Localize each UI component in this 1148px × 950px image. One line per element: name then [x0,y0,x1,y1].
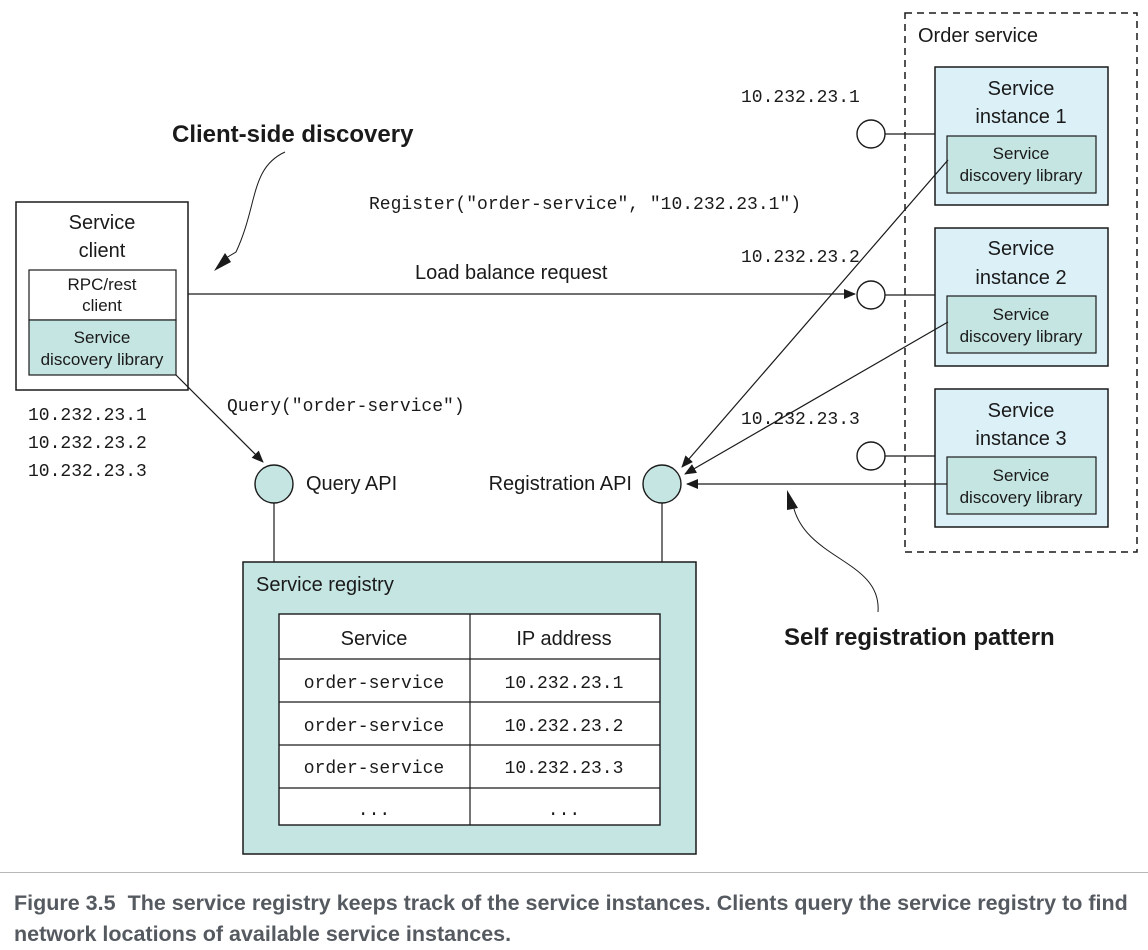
load-balance-request-label: Load balance request [415,262,608,284]
query-api-endpoint [254,464,294,504]
instance-3-discovery-library-line1: Service [993,466,1050,485]
self-registration-callout-arrowhead [787,490,798,510]
instance-2-discovery-library-line2: discovery library [960,327,1083,346]
registry-table: Service IP address order-service 10.232.… [278,613,661,826]
query-api-label: Query API [306,473,397,495]
registry-cell-service: order-service [304,717,444,737]
registry-cell-service: order-service [304,674,444,694]
instance-2-discovery-library-line1: Service [993,305,1050,324]
client-ip-2: 10.232.23.2 [28,434,147,454]
register-call-label: Register("order-service", "10.232.23.1") [369,195,801,215]
registry-cell-service: ... [358,801,390,821]
service-instance-3: Service instance 3 Service discovery lib… [934,388,1109,528]
instance-1-discovery-library-line1: Service [993,144,1050,163]
service-client-title-line2: client [79,240,126,262]
client-ip-3: 10.232.23.3 [28,462,147,482]
query-arrow [175,374,264,463]
client-side-discovery-callout: Client-side discovery [172,121,414,148]
client-side-callout-arrowhead [214,253,231,271]
rpc-rest-client-label-line2: client [82,296,122,315]
instance-3-discovery-library-line2: discovery library [960,488,1083,507]
rpc-rest-client-label-line1: RPC/rest [68,275,137,294]
registry-cell-ip: ... [548,801,580,821]
instance-2-ip: 10.232.23.2 [741,248,860,268]
instance-3-discovery-library-box [946,456,1097,515]
instance-1-discovery-library-line2: discovery library [960,166,1083,185]
instance-3-ip: 10.232.23.3 [741,410,860,430]
self-registration-callout: Self registration pattern [784,624,1055,651]
registry-cell-ip: 10.232.23.2 [505,717,624,737]
instance-2-endpoint [856,280,886,310]
service-instance-1-label-line2: instance 1 [975,106,1066,128]
service-instance-1: Service instance 1 Service discovery lib… [934,66,1109,206]
client-discovery-library-box [28,319,177,376]
registration-api-label: Registration API [489,473,632,495]
service-instance-1-label-line1: Service [988,78,1055,100]
client-ip-1: 10.232.23.1 [28,406,147,426]
self-registration-callout-pointer [792,504,879,613]
service-client: Service client RPC/rest client Service d… [15,201,189,391]
figure-number: Figure 3.5 [14,891,116,915]
client-discovery-library-label-line1: Service [74,328,131,347]
service-instance-2: Service instance 2 Service discovery lib… [934,227,1109,367]
register-arrow-instance-2 [684,321,949,475]
registration-api-endpoint [642,464,682,504]
caption-divider [0,872,1148,873]
client-side-callout-pointer [225,151,286,259]
instance-3-endpoint [856,441,886,471]
instance-1-ip: 10.232.23.1 [741,88,860,108]
client-discovery-library-label-line2: discovery library [41,350,164,369]
service-instance-2-label-line1: Service [988,238,1055,260]
registry-cell-service: order-service [304,759,444,779]
service-registry: Service registry Service IP address orde… [242,561,697,855]
instance-1-discovery-library-box [946,135,1097,194]
order-service-label: Order service [918,25,1038,47]
service-instance-3-label-line2: instance 3 [975,428,1066,450]
service-instance-2-label-line2: instance 2 [975,267,1066,289]
registry-cell-ip: 10.232.23.3 [505,759,624,779]
figure-caption-text: The service registry keeps track of the … [14,891,1128,946]
registry-header-service: Service [341,628,408,650]
instance-2-discovery-library-box [946,295,1097,354]
register-arrow-instance-1 [681,159,949,468]
order-service-boundary [904,12,1138,553]
instance-1-endpoint [856,119,886,149]
rpc-rest-client-box [28,269,177,321]
service-client-title-line1: Service [69,212,136,234]
service-instance-3-label-line1: Service [988,400,1055,422]
query-call-label: Query("order-service") [227,397,465,417]
registry-header-ip: IP address [516,628,611,650]
service-registry-title: Service registry [256,574,394,596]
registry-cell-ip: 10.232.23.1 [505,674,624,694]
